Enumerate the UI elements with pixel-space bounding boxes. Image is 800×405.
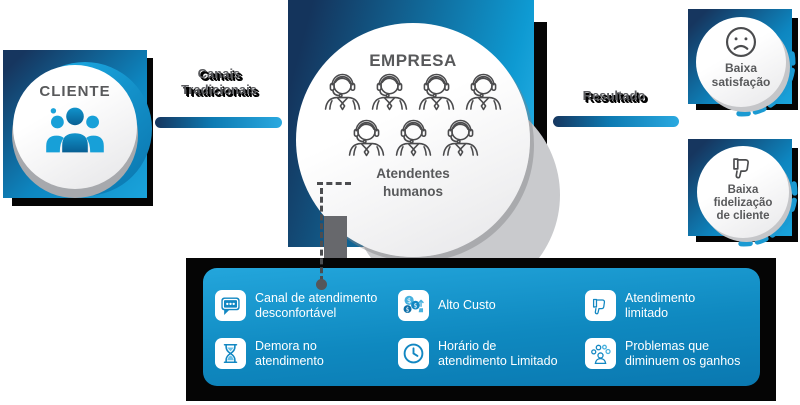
problem-label: Canal de atendimento desconfortável — [255, 290, 378, 320]
headset-agent-icon — [391, 117, 436, 161]
agents-row-2 — [343, 117, 484, 163]
cliente-title: CLIENTE — [39, 83, 111, 100]
headset-agent-icon — [320, 71, 365, 115]
problem-item: Horário de atendimento Limitado — [398, 338, 558, 369]
headset-agent-icon — [438, 117, 483, 161]
problem-item: Demora no atendimento — [215, 338, 324, 369]
cliente-circle: CLIENTE — [13, 65, 137, 189]
problem-item: Atendimento limitado — [585, 290, 695, 321]
result-label: Resultado — [582, 88, 646, 103]
empresa-connector-tab — [324, 216, 347, 264]
headset-agent-icon — [414, 71, 459, 115]
problem-label: Alto Custo — [438, 298, 496, 312]
problem-label: Demora no atendimento — [255, 338, 324, 368]
headset-agent-icon — [367, 71, 412, 115]
connector-dot — [316, 279, 327, 290]
clock-icon — [398, 338, 429, 369]
dashed-line-vertical — [320, 188, 323, 282]
coins-icon — [398, 290, 429, 321]
problem-item: Canal de atendimento desconfortável — [215, 290, 377, 321]
result2-circle: Baixa fidelização de cliente — [697, 146, 789, 238]
dashed-line-horizontal — [317, 182, 351, 185]
channels-label: Canais Tradicionais — [181, 66, 257, 98]
sad-face-icon — [723, 24, 759, 60]
result1-circle: Baixa satisfação — [696, 17, 786, 107]
agents-row-1 — [319, 71, 507, 117]
people-group-icon — [43, 104, 107, 156]
headset-agent-icon — [461, 71, 506, 115]
empresa-subtitle: Atendentes humanos — [376, 166, 450, 199]
hourglass-icon — [215, 338, 246, 369]
chat-bubble-icon — [215, 290, 246, 321]
result-connector-bar — [553, 116, 679, 127]
thumbs-down-icon — [585, 290, 616, 321]
person-problems-icon — [585, 338, 616, 369]
problems-panel: Canal de atendimento desconfortável Alto… — [203, 268, 760, 386]
result1-label: Baixa satisfação — [711, 61, 771, 89]
problem-label: Atendimento limitado — [625, 290, 696, 320]
problem-item: Alto Custo — [398, 290, 496, 321]
problem-label: Problemas que diminuem os ganhos — [625, 338, 741, 368]
headset-agent-icon — [344, 117, 389, 161]
result2-label: Baixa fidelização de cliente — [713, 184, 773, 223]
problem-item: Problemas que diminuem os ganhos — [585, 338, 740, 369]
channels-connector-bar — [155, 117, 282, 128]
empresa-title: EMPRESA — [369, 51, 457, 70]
thumbs-down-icon — [728, 152, 758, 182]
problem-label: Horário de atendimento Limitado — [438, 338, 558, 368]
